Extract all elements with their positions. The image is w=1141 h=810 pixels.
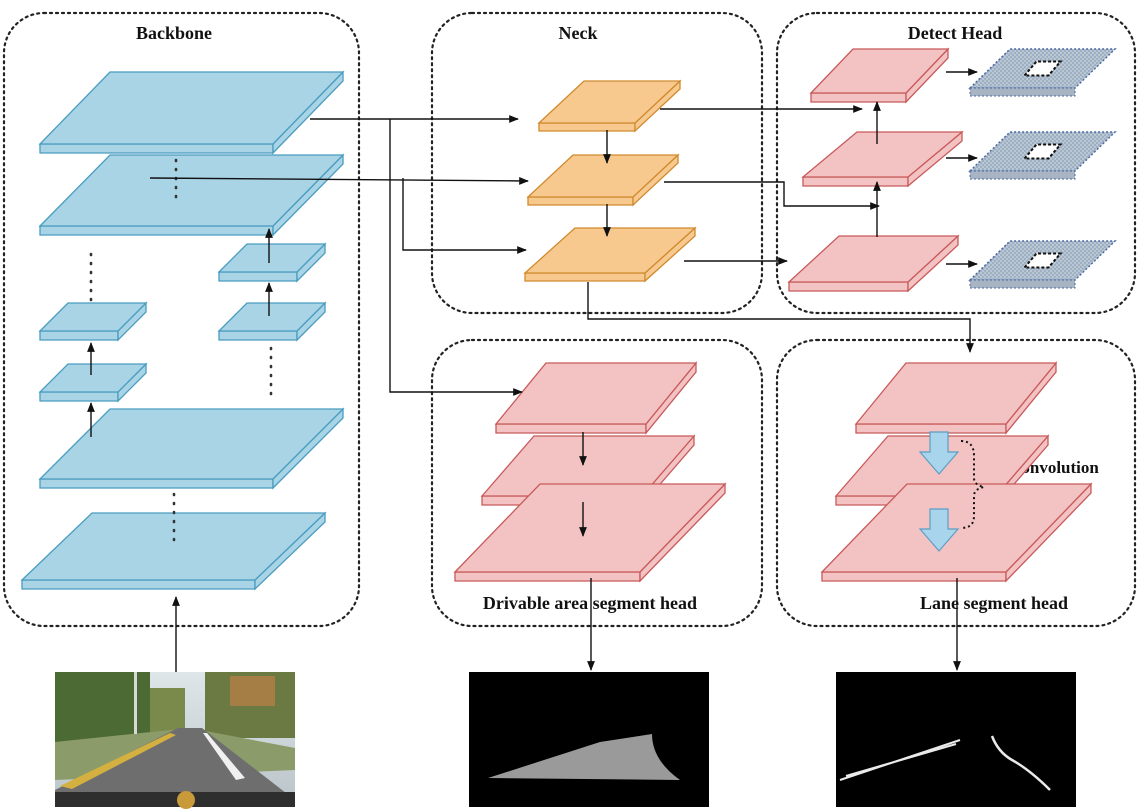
lane-head-panel — [775, 338, 1137, 628]
backbone-arrows — [87, 228, 273, 672]
detection-grid — [968, 48, 1117, 97]
feature-map-layers — [20, 47, 1093, 591]
lane-head-title: Lane segment head — [920, 593, 1068, 613]
input-road-image — [55, 672, 295, 809]
drivable-area-output — [469, 672, 709, 807]
detection-grid — [968, 131, 1117, 180]
deconv-arrow-icon — [918, 508, 960, 552]
head-layer — [854, 361, 1058, 435]
head-layer — [801, 130, 964, 188]
detect-arrows — [873, 68, 978, 268]
lane-arrows — [918, 431, 985, 671]
head-layer — [787, 234, 960, 293]
neck-title: Neck — [559, 23, 598, 43]
lane-line-output — [836, 672, 1076, 807]
backbone-layer — [20, 511, 327, 591]
head-layer — [809, 47, 950, 104]
neck-panel — [430, 11, 764, 315]
neck-layer — [526, 153, 680, 207]
drivable-head-panel — [430, 338, 764, 628]
detection-output-grids — [968, 48, 1117, 289]
head-layer — [820, 482, 1093, 583]
backbone-layer — [38, 153, 345, 237]
neck-to-detect-arrows — [660, 105, 880, 265]
backbone-layer — [38, 301, 148, 342]
detect-head-title: Detect Head — [908, 23, 1002, 43]
neck-layer — [523, 226, 697, 283]
head-layer — [494, 361, 698, 435]
detect-head-panel — [775, 11, 1137, 315]
backbone-title: Backbone — [136, 23, 212, 43]
continuation-dots — [89, 158, 273, 542]
backbone-layer — [38, 70, 345, 155]
backbone-to-neck-arrows — [149, 115, 529, 396]
deconv-arrow-icon — [918, 431, 960, 475]
backbone-layer — [38, 407, 345, 490]
neck-arrows — [587, 130, 974, 353]
backbone-layer — [38, 362, 148, 403]
drivable-arrows — [579, 432, 595, 671]
head-layer — [453, 482, 727, 583]
neck-layer — [537, 79, 682, 133]
deconvolution-bracket — [960, 440, 985, 529]
backbone-panel — [2, 11, 361, 628]
drivable-head-title: Drivable area segment head — [483, 593, 697, 613]
detection-grid — [968, 240, 1117, 289]
head-layer — [834, 434, 1050, 507]
backbone-layer — [217, 242, 327, 283]
backbone-layer — [217, 301, 327, 342]
